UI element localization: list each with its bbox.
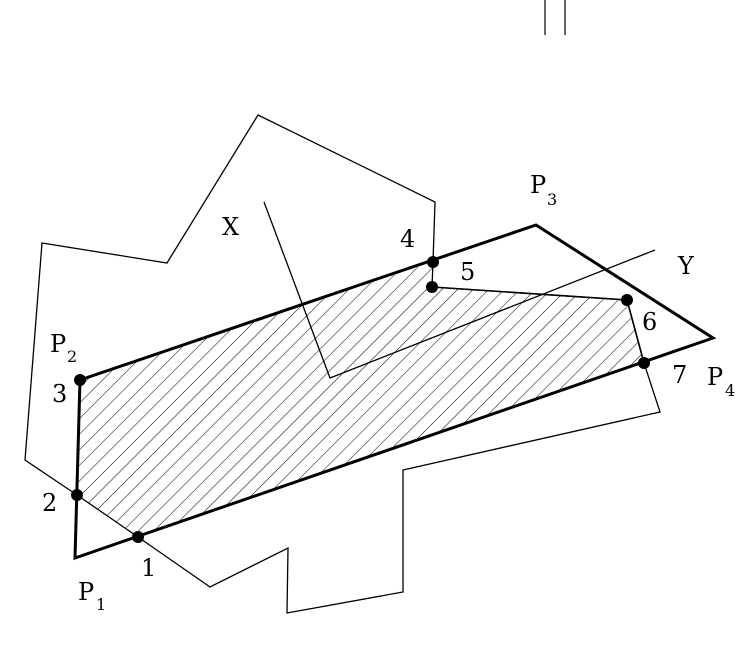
svg-text:1: 1 [96,595,106,614]
line-x-y [263,201,656,379]
point-5 [426,281,438,293]
clipped-region-hatch [77,262,644,537]
label-6: 6 [642,308,657,336]
label-y: Y [677,252,695,280]
svg-text:P: P [50,330,66,358]
svg-text:2: 2 [67,347,77,366]
point-4 [427,256,439,268]
label-1: 1 [141,554,156,582]
label-2: 2 [42,489,57,517]
label-7: 7 [672,361,687,389]
svg-text:P: P [78,578,94,606]
label-p4: P 4 [707,363,735,400]
label-p2: P 2 [50,330,77,366]
clip-window [73,223,717,561]
label-p3: P 3 [530,171,557,209]
intersection-points [71,256,650,543]
svg-text:4: 4 [725,381,735,400]
svg-text:P: P [530,171,546,199]
svg-text:3: 3 [547,190,557,209]
point-3 [74,374,86,386]
label-5: 5 [460,258,475,286]
point-1 [132,531,144,543]
point-6 [621,294,633,306]
subject-polygon [24,114,661,614]
label-3: 3 [52,380,67,408]
point-7 [638,357,650,369]
label-p1: P 1 [78,578,106,614]
label-x: X [222,213,239,241]
point-2 [71,489,83,501]
label-4: 4 [400,225,415,253]
svg-text:P: P [707,363,723,391]
